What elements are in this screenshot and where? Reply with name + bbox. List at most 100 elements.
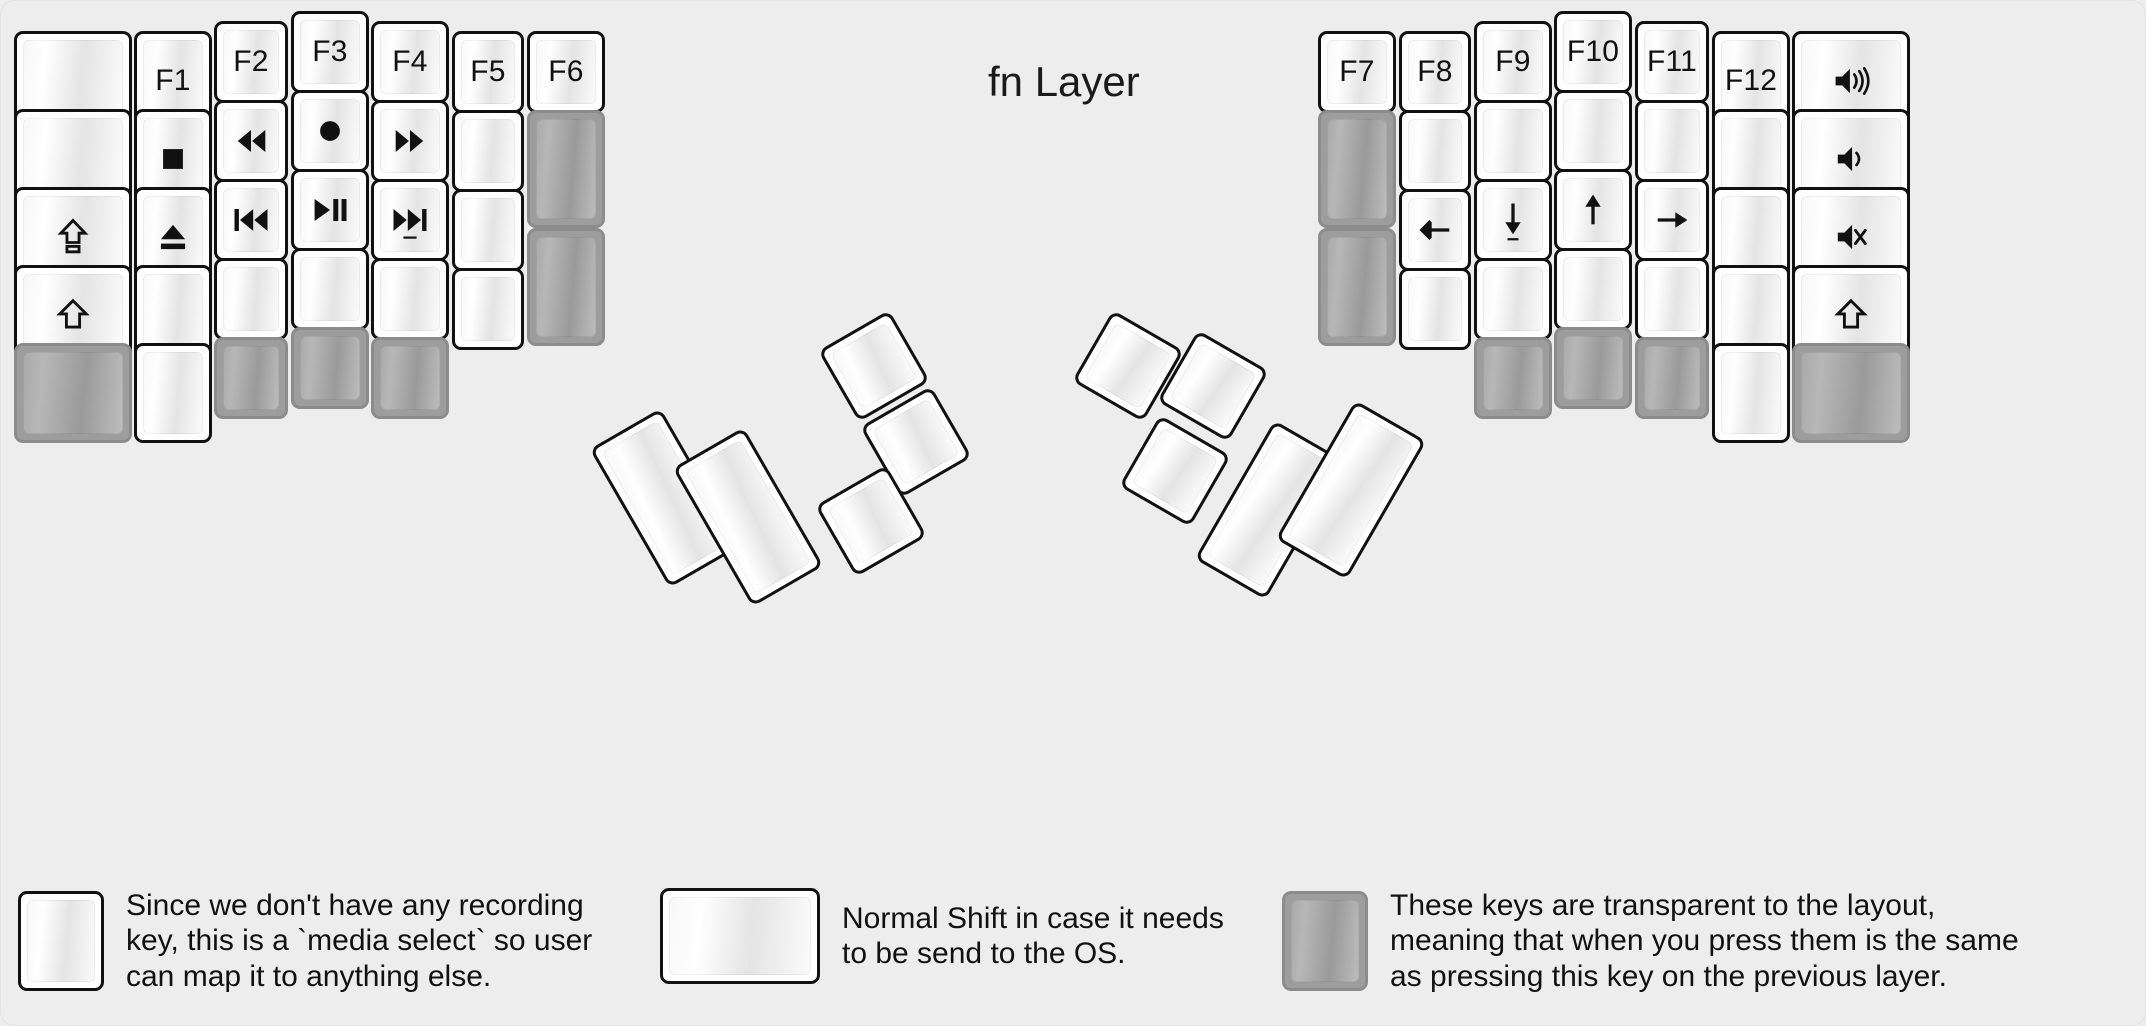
key-blank[interactable] xyxy=(452,268,524,350)
key-transparent[interactable] xyxy=(1554,327,1632,409)
previous-track-icon xyxy=(229,198,273,242)
key-transparent[interactable] xyxy=(1318,110,1396,228)
key-transparent[interactable] xyxy=(1635,337,1709,419)
keycap-surface xyxy=(536,119,596,219)
key-f9[interactable]: F9 xyxy=(1474,21,1552,103)
keycap-surface xyxy=(223,346,279,410)
keycap-label: F8 xyxy=(1417,55,1453,88)
arrow-right-icon xyxy=(1650,198,1694,242)
key-arrow-down[interactable] xyxy=(1474,179,1552,261)
keycap-surface xyxy=(1801,274,1901,356)
key-arrow-up[interactable] xyxy=(1554,169,1632,251)
key-transparent[interactable] xyxy=(527,110,605,228)
key-blank[interactable] xyxy=(1399,110,1471,192)
legend-key-sample xyxy=(18,891,104,992)
legend-key-sample xyxy=(1282,891,1368,992)
key-blank[interactable] xyxy=(291,248,369,330)
keycap-label: F2 xyxy=(233,45,269,78)
key-previous-track[interactable] xyxy=(214,179,288,261)
key-transparent[interactable] xyxy=(214,337,288,419)
key-transparent[interactable] xyxy=(1318,228,1396,346)
keycap-surface xyxy=(23,40,123,122)
keycap-surface xyxy=(300,257,360,321)
keycap-surface xyxy=(1563,99,1623,163)
key-record[interactable] xyxy=(291,90,369,172)
record-icon xyxy=(308,109,352,153)
key-play-pause[interactable] xyxy=(291,169,369,251)
key-blank[interactable] xyxy=(452,189,524,271)
key-f3[interactable]: F3 xyxy=(291,11,369,93)
key-blank[interactable] xyxy=(1474,100,1552,182)
keycap-surface xyxy=(1563,336,1623,400)
keycap-label: F9 xyxy=(1495,45,1531,78)
key-f7[interactable]: F7 xyxy=(1318,31,1396,113)
keycap-surface xyxy=(1327,119,1387,219)
legend-description: Normal Shift in case it needs to be send… xyxy=(842,901,1224,970)
legend-description: Since we don't have any recording key, t… xyxy=(126,889,593,993)
legend-key-sample xyxy=(660,888,820,984)
keycap-label: F7 xyxy=(1339,55,1375,88)
legend-item: Since we don't have any recording key, t… xyxy=(18,888,592,994)
key-f8[interactable]: F8 xyxy=(1399,31,1471,113)
keycap-label: F3 xyxy=(312,35,348,68)
key-blank[interactable] xyxy=(214,258,288,340)
key-f4[interactable]: F4 xyxy=(371,21,449,103)
shift-icon xyxy=(1829,293,1873,337)
keycap-surface xyxy=(1644,109,1700,173)
keycap-surface xyxy=(380,30,440,94)
keycap-surface xyxy=(1483,30,1543,94)
key-f2[interactable]: F2 xyxy=(214,21,288,103)
keycap-surface xyxy=(1801,40,1901,122)
legend-description: These keys are transparent to the layout… xyxy=(1390,889,2019,993)
key-transparent[interactable] xyxy=(291,327,369,409)
key-arrow-right[interactable] xyxy=(1635,179,1709,261)
key-transparent[interactable] xyxy=(14,343,132,443)
fast-forward-icon xyxy=(388,119,432,163)
keycap-surface xyxy=(461,119,515,183)
key-blank[interactable] xyxy=(371,258,449,340)
keycap-surface xyxy=(23,196,123,278)
key-f11[interactable]: F11 xyxy=(1635,21,1709,103)
arrow-down-icon xyxy=(1491,198,1535,242)
key-fast-forward[interactable] xyxy=(371,100,449,182)
key-transparent[interactable] xyxy=(371,337,449,419)
key-transparent[interactable] xyxy=(1792,343,1910,443)
keycap-surface xyxy=(1483,346,1543,410)
keycap-surface xyxy=(223,30,279,94)
key-blank[interactable] xyxy=(1712,109,1790,209)
keycap-surface xyxy=(461,277,515,341)
keycap-surface xyxy=(536,237,596,337)
key-rewind[interactable] xyxy=(214,100,288,182)
key-blank[interactable] xyxy=(452,110,524,192)
key-blank[interactable] xyxy=(134,343,212,443)
keycap-surface xyxy=(1721,118,1781,200)
keycap-surface xyxy=(300,20,360,84)
key-transparent[interactable] xyxy=(527,228,605,346)
keycap-surface xyxy=(27,900,95,983)
keycap-surface xyxy=(1408,277,1462,341)
media-stop-icon xyxy=(151,137,195,181)
keycap-surface xyxy=(380,346,440,410)
keycap-surface xyxy=(1169,342,1257,430)
key-next-track[interactable] xyxy=(371,179,449,261)
shift-icon xyxy=(51,293,95,337)
keycap-surface xyxy=(1721,352,1781,434)
key-f5[interactable]: F5 xyxy=(452,31,524,113)
key-blank[interactable] xyxy=(1554,248,1632,330)
key-blank[interactable] xyxy=(1635,258,1709,340)
key-f10[interactable]: F10 xyxy=(1554,11,1632,93)
keycap-surface xyxy=(1287,412,1415,568)
key-blank[interactable] xyxy=(1474,258,1552,340)
arrow-left-icon xyxy=(1413,208,1457,252)
keycap-surface xyxy=(536,40,596,104)
key-arrow-left[interactable] xyxy=(1399,189,1471,271)
key-f6[interactable]: F6 xyxy=(527,31,605,113)
key-blank[interactable] xyxy=(1399,268,1471,350)
key-blank[interactable] xyxy=(1712,343,1790,443)
key-transparent[interactable] xyxy=(1474,337,1552,419)
key-blank[interactable] xyxy=(1635,100,1709,182)
keycap-label: F4 xyxy=(392,45,428,78)
play-pause-icon xyxy=(308,188,352,232)
key-blank[interactable] xyxy=(1554,90,1632,172)
